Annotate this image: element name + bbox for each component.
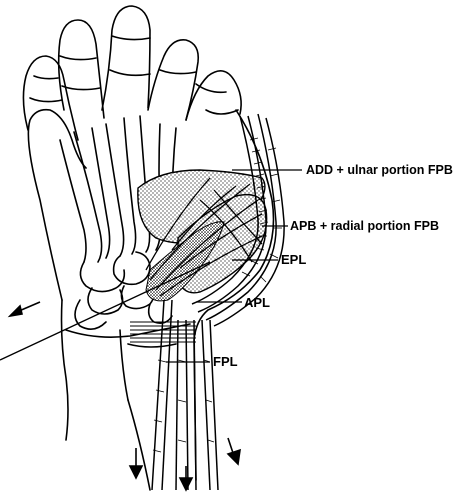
forearm-inner-line <box>119 329 129 401</box>
metacarpal-5 <box>59 139 87 263</box>
muscle-fibres <box>145 177 263 297</box>
metacarpal-3 <box>123 117 137 255</box>
metacarpal-4 <box>91 127 111 259</box>
pull-line <box>0 261 211 361</box>
carpal-bones <box>79 261 126 293</box>
label-add-fpb: ADD + ulnar portion FPB <box>306 163 453 177</box>
index-finger <box>147 39 200 121</box>
leader-lines <box>166 169 302 363</box>
label-epl: EPL <box>281 252 307 267</box>
forearm-outline <box>60 299 69 441</box>
label-fpl: FPL <box>213 354 238 369</box>
arrow-left <box>7 301 41 318</box>
arrow-down-right <box>226 437 241 466</box>
ring-finger <box>57 19 105 119</box>
middle-finger <box>101 5 151 111</box>
thumb-tip <box>185 70 242 121</box>
tendon-hatching <box>152 359 215 453</box>
forearm-tendons <box>151 299 219 491</box>
thumb-outline <box>193 109 275 481</box>
arrow-down-left <box>128 448 144 480</box>
label-apb-fpb: APB + radial portion FPB <box>290 219 439 233</box>
label-apl: APL <box>244 295 270 310</box>
little-finger <box>22 55 79 141</box>
arrow-down-center <box>178 466 194 492</box>
sheath-hatching <box>241 137 282 283</box>
hand-outline <box>27 108 87 301</box>
thumb-tendon-sheath <box>191 113 285 327</box>
